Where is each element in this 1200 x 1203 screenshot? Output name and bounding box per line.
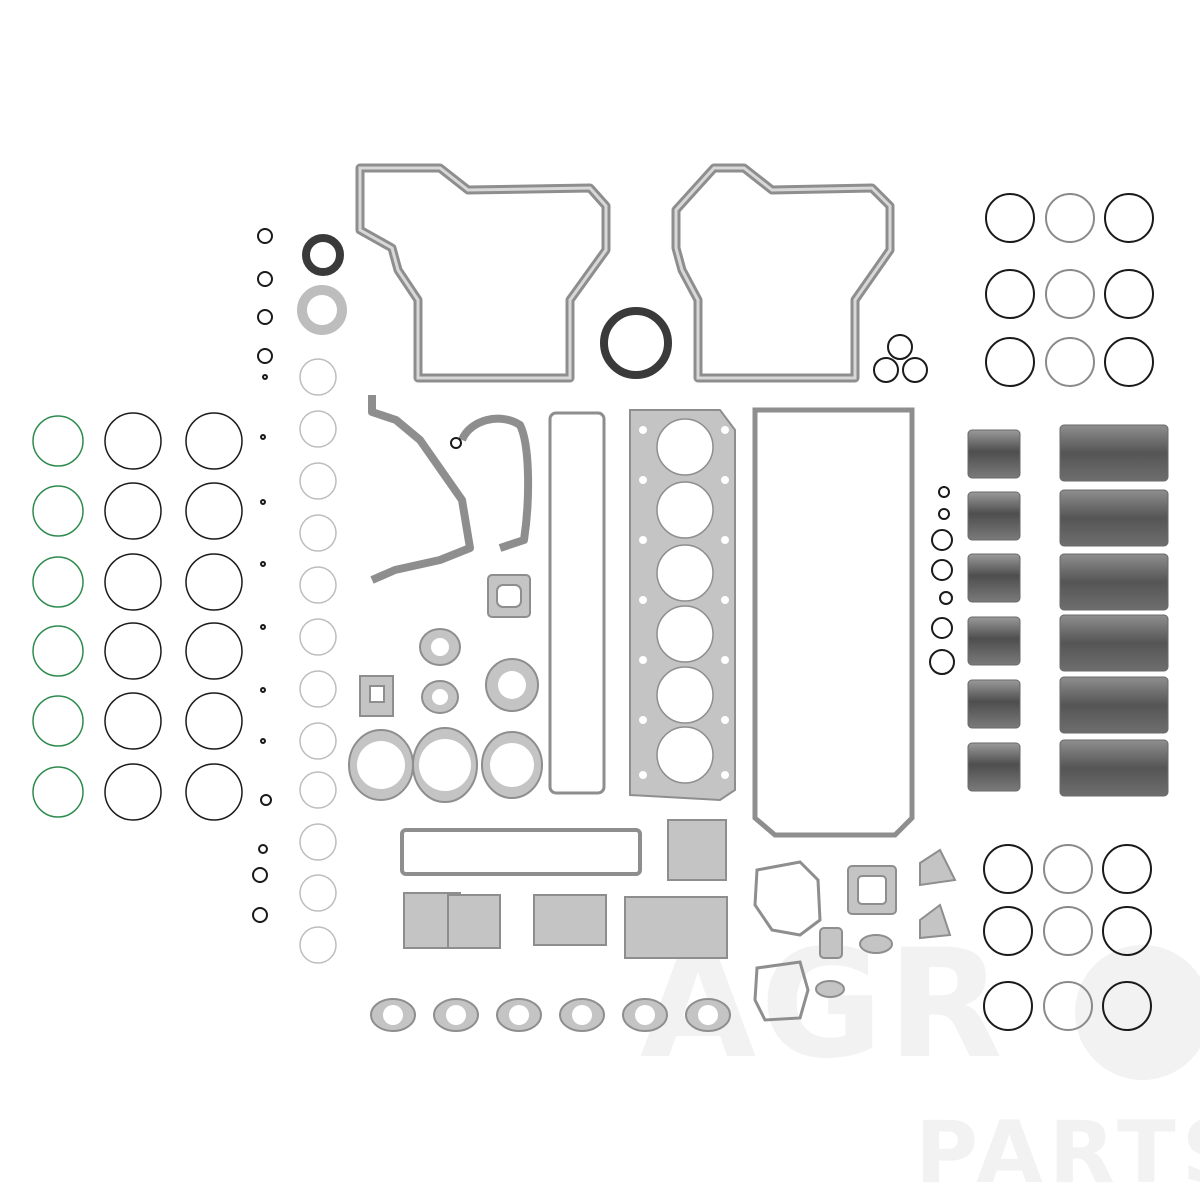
water-outlet-gasket <box>359 675 394 717</box>
piston-ring-set-bottom <box>983 844 1152 1031</box>
oil-pan-gasket <box>752 407 915 838</box>
gear-housing-gasket <box>368 395 533 584</box>
liner-seal-rings-green <box>32 415 84 818</box>
liner-seal-rings-black <box>104 412 243 821</box>
wear-sleeve <box>297 285 347 335</box>
head-gasket <box>629 409 736 802</box>
timing-cover-gasket-left-inner <box>358 166 608 380</box>
timing-cover-gasket-right <box>671 163 895 383</box>
small-orings-right <box>929 486 955 675</box>
watermark-logo-icon <box>1075 945 1200 1080</box>
large-grey-orings-column <box>299 358 337 964</box>
timing-cover-gasket-right-inner <box>674 166 892 380</box>
small-triangle-gaskets <box>815 848 957 998</box>
oil-cooler-gaskets <box>403 819 728 959</box>
small-orings-column <box>252 228 273 923</box>
valve-cover-gasket <box>548 411 606 795</box>
piston-ring-set-top <box>985 193 1154 387</box>
oring-cluster <box>873 334 928 383</box>
turbo-gasket <box>487 574 531 618</box>
front-crank-seal <box>302 234 344 276</box>
exhaust-outlet-gasket <box>847 865 897 915</box>
water-pump-gasket <box>753 860 822 1022</box>
cylinder-liners-short <box>967 429 1021 792</box>
gear-housing-oring <box>450 437 462 449</box>
rear-crank-seal <box>600 307 672 379</box>
cylinder-liner-sleeves <box>1059 424 1169 797</box>
intake-manifold-gasket <box>400 828 642 876</box>
exhaust-port-gaskets <box>370 998 731 1032</box>
